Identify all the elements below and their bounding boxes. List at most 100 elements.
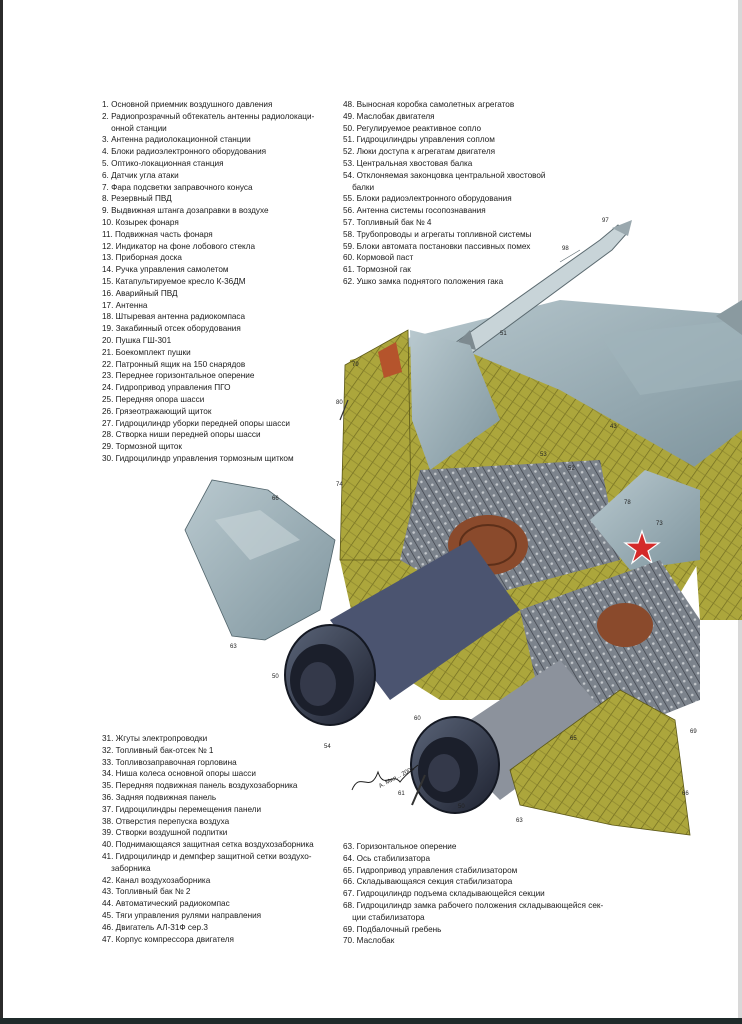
legend-item: 58. Трубопроводы и агрегаты топливной си… [343,229,532,239]
callout-numbers: 97 98 79 80 74 66 78 73 52 53 43 51 50 6… [230,218,697,824]
legend-item: 62. Ушко замка поднятого положения гака [343,276,504,286]
svg-text:79: 79 [352,362,359,368]
legend-item: 44. Автоматический радиокомпас [102,899,230,909]
legend-item: 50. Регулируемое реактивное сопло [343,123,482,133]
legend-item: 67. Гидроцилиндр подъема складывающейся … [343,889,545,899]
legend-item: 65. Гидропривод управления стабилизаторо… [343,865,518,875]
legend-item: 22. Патронный ящик на 150 снарядов [102,359,246,369]
artist-signature [351,764,419,791]
legend-item: 61. Тормозной гак [343,265,411,275]
legend-item: 46. Двигатель АЛ-31Ф сер.3 [102,922,208,932]
tail-tip-antenna [378,342,402,378]
legend-item: 32. Топливный бак-отсек № 1 [102,745,214,755]
legend-item: 6. Датчик угла атаки [102,170,179,180]
legend-item: 69. Подбалочный гребень [343,924,442,934]
legend-item: 2. Радиопрозрачный обтекатель антенны ра… [102,111,315,133]
legend-item: 21. Боекомплект пушки [102,347,191,357]
legend-item: 40. Поднимающаяся защитная сетка воздухо… [102,840,314,850]
left-stabilizer [184,479,336,641]
legend-item: 64. Ось стабилизатора [343,853,431,863]
legend-item: 29. Тормозной щиток [102,442,182,452]
legend-item: 63. Горизонтальное оперение [343,842,457,851]
svg-text:51: 51 [500,331,507,337]
legend-bottom-right: 63. Горизонтальное оперение 64. Ось стаби… [343,841,623,947]
svg-text:80: 80 [336,400,343,406]
legend-item: 38. Отверстия перепуска воздуха [102,816,230,826]
legend-item: 37. Гидроцилиндры перемещения панели [102,804,262,814]
legend-bottom-left: 31. Жгуты электропроводки 32. Топливный б… [102,733,332,945]
signature-text: А. Мил... 2001 [378,766,416,790]
legend-item: 70. Маслобак [343,936,395,946]
missile-nose-icon [612,220,632,236]
legend-item: 59. Блоки автомата постановки пассивных … [343,241,531,251]
wing-camo [600,320,742,395]
legend-item: 39. Створки воздушной подпитки [102,828,228,838]
legend-item: 35. Передняя подвижная панель воздухозаб… [102,781,298,791]
scan-left-edge [0,0,3,1024]
legend-item: 56. Антенна системы госопознавания [343,206,486,216]
legend-item: 47. Корпус компрессора двигателя [102,934,234,944]
legend-item: 54. Отклоняемая законцовка центральной х… [343,170,546,192]
legend-item: 45. Тяги управления рулями направления [102,910,262,920]
svg-text:65: 65 [570,736,577,742]
legend-item: 13. Приборная доска [102,253,182,263]
scan-bottom-edge [0,1018,742,1024]
legend-item: 41. Гидроцилиндр и демпфер защитной сетк… [102,851,312,873]
svg-text:52: 52 [568,466,575,472]
svg-text:54: 54 [324,744,331,750]
svg-text:60: 60 [414,716,421,722]
svg-text:63: 63 [230,644,237,650]
left-vertical-tail [339,329,413,561]
legend-item: 19. Закабинный отсек оборудования [102,324,241,334]
right-stabilizer [509,689,691,836]
legend-item: 36. Задняя подвижная панель [102,792,217,802]
legend-item: 23. Переднее горизонтальное оперение [102,371,255,381]
legend-item: 14. Ручка управления самолетом [102,265,229,275]
legend-item: 9. Выдвижная штанга дозаправки в воздухе [102,206,269,216]
legend-item: 20. Пушка ГШ-301 [102,335,172,345]
left-engine-casing [330,540,520,700]
tail-skin [410,330,500,470]
legend-item: 68. Гидроцилиндр замка рабочего положени… [343,900,604,922]
legend-item: 4. Блоки радиоэлектронного оборудования [102,147,267,157]
legend-item: 24. Гидропривод управления ПГО [102,383,231,393]
legend-item: 27. Гидроцилиндр уборки передней опоры ш… [102,418,290,428]
legend-item: 43. Топливный бак № 2 [102,887,191,897]
legend-item: 53. Центральная хвостовая балка [343,158,473,168]
legend-item: 28. Створка ниши передней опоры шасси [102,430,261,440]
legend-item: 15. Катапультируемое кресло К-36ДМ [102,276,246,286]
svg-text:61: 61 [398,791,405,797]
legend-item: 34. Ниша колеса основной опоры шасси [102,769,256,779]
legend-item: 7. Фара подсветки заправочного конуса [102,182,253,192]
svg-text:50: 50 [458,804,465,810]
legend-item: 26. Грязеотражающий щиток [102,406,212,416]
legend-item: 8. Резервный ПВД [102,194,172,204]
svg-text:78: 78 [624,500,631,506]
svg-text:74: 74 [336,482,343,488]
legend-item: 55. Блоки радиоэлектронного оборудования [343,194,512,204]
svg-text:98: 98 [562,246,569,252]
legend-item: 52. Люки доступа к агрегатам двигателя [343,147,496,157]
legend-top-left: 1. Основной приемник воздушного давления… [102,99,342,465]
legend-item: 33. Топливозаправочная горловина [102,757,237,767]
svg-text:73: 73 [656,521,663,527]
legend-item: 18. Штыревая антенна радиокомпаса [102,312,246,322]
legend-item: 12. Индикатор на фоне лобового стекла [102,241,255,251]
svg-text:66: 66 [272,496,279,502]
missile-2-fin [716,300,742,335]
legend-item: 60. Кормовой паст [343,253,414,263]
tail-hook [411,774,426,806]
svg-text:63: 63 [516,818,523,824]
right-tail-skin [590,470,700,570]
legend-item: 25. Передняя опора шасси [102,394,205,404]
legend-item: 5. Оптико-локационная станция [102,158,224,168]
svg-text:43: 43 [610,424,617,430]
legend-item: 42. Канал воздухозаборника [102,875,211,885]
legend-item: 11. Подвижная часть фонаря [102,229,213,239]
legend-item: 31. Жгуты электропроводки [102,734,208,743]
legend-item: 48. Выносная коробка самолетных агрегато… [343,100,515,109]
legend-item: 66. Складывающаяся секция стабилизатора [343,877,513,887]
right-engine-oil-tank [597,603,653,647]
